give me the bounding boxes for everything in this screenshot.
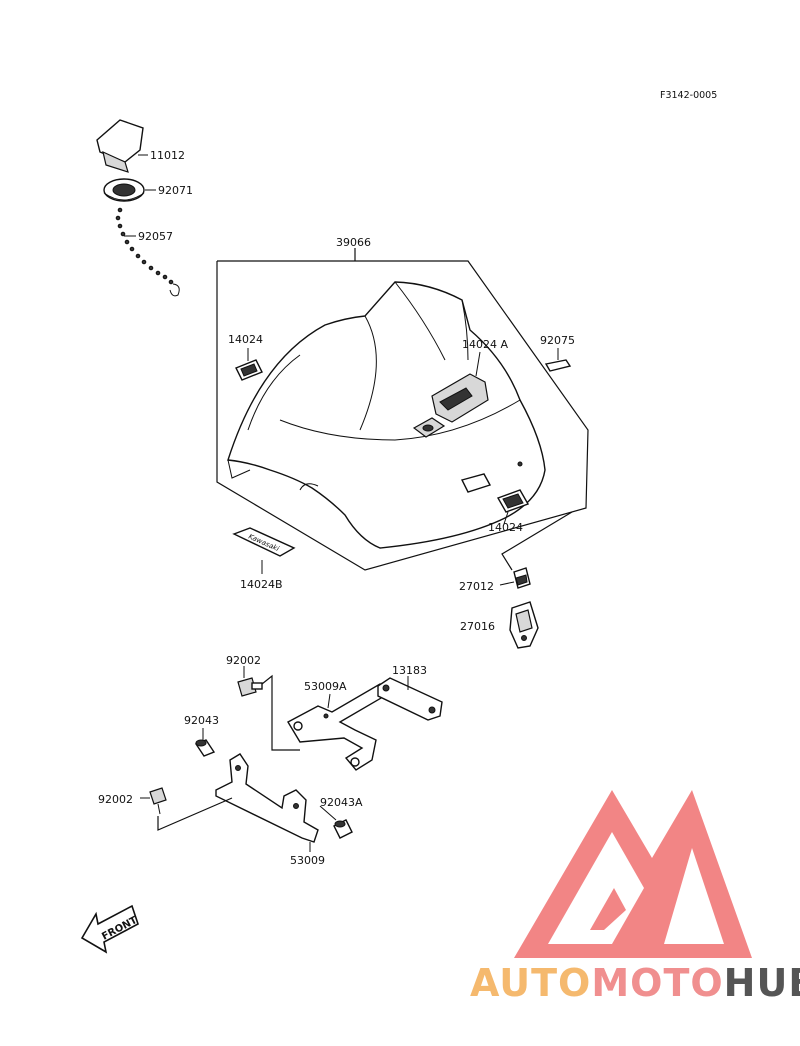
label-27016: 27016 [460, 620, 495, 633]
assembly-outline-39066 [216, 248, 589, 571]
label-13183: 13183 [392, 664, 427, 677]
grommet-part-92071 [103, 178, 156, 202]
grommet-part-14024-left [235, 348, 263, 381]
label-14024-left: 14024 [228, 333, 263, 346]
watermark-auto: AUTO [470, 961, 591, 1005]
label-92075: 92075 [540, 334, 575, 347]
seat-cowl-body [227, 281, 546, 549]
watermark-moto: MOTO [591, 961, 723, 1005]
decal-part-14024B: Kawasaki [232, 527, 296, 574]
label-92002-top: 92002 [226, 654, 261, 667]
label-39066: 39066 [336, 236, 371, 249]
front-arrow-icon: FRONT [80, 904, 139, 954]
label-11012: 11012 [150, 149, 185, 162]
grommet-part-14024-right [496, 489, 530, 525]
label-92043A: 92043A [320, 796, 363, 809]
watermark-text: AUTOMOTOHUB [470, 961, 800, 1005]
diagram-code: F3142-0005 [660, 90, 717, 101]
label-14024-right: 14024 [488, 521, 523, 534]
label-92002-bottom: 92002 [98, 793, 133, 806]
cap-part-11012 [96, 119, 148, 173]
label-27012: 27012 [459, 580, 494, 593]
bolt-part-92002-bottom [140, 787, 233, 831]
collar-part-92043 [194, 728, 216, 757]
label-14024A: 14024 A [462, 338, 508, 351]
label-53009: 53009 [290, 854, 325, 867]
bracket-part-53009A [287, 683, 390, 771]
label-92057: 92057 [138, 230, 173, 243]
plate-part-13183 [377, 676, 443, 721]
watermark-hub: HUB [724, 961, 800, 1005]
bracket-part-53009 [215, 753, 319, 852]
label-92043: 92043 [184, 714, 219, 727]
watermark-logo [514, 790, 752, 958]
label-14024B: 14024B [240, 578, 283, 591]
svg-text:AUTOMOTOHUB: AUTOMOTOHUB [470, 961, 800, 1005]
chain-part-92057 [115, 207, 180, 297]
pad-part-92075 [544, 348, 572, 372]
latch-part-27012 [499, 511, 573, 589]
collar-part-92043A [319, 805, 353, 839]
catch-part-27016 [509, 601, 539, 649]
bolt-part-92002-top [237, 666, 300, 751]
label-53009A: 53009A [304, 680, 347, 693]
label-92071: 92071 [158, 184, 193, 197]
